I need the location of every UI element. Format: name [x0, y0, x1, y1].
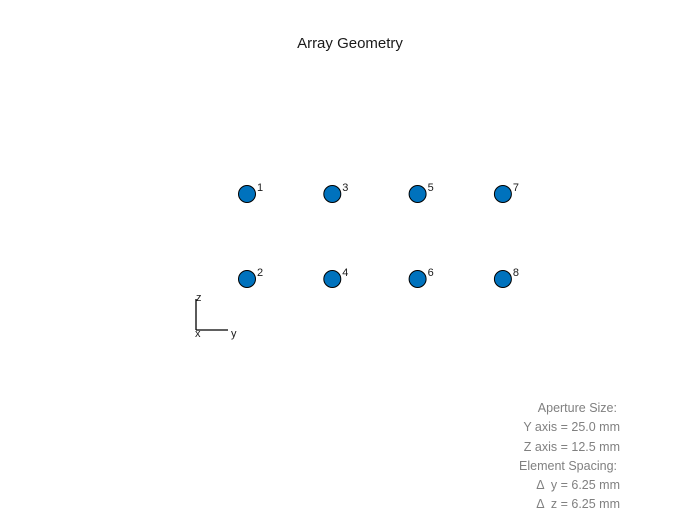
array-element-label: 1 [257, 182, 263, 194]
spacing-z-value: Δ z = 6.25 mm [536, 497, 620, 511]
array-element-3 [323, 185, 342, 203]
array-element-2 [238, 270, 256, 288]
array-element-6 [408, 270, 427, 288]
orientation-axes: z y x [195, 292, 237, 340]
array-element-7 [493, 185, 512, 203]
y-axis-label: y [231, 328, 237, 340]
element-spacing-heading: Element Spacing: [519, 459, 617, 473]
array-info: Aperture Size: Y axis = 25.0 mm Z axis =… [519, 401, 620, 511]
spacing-y-value: Δ y = 6.25 mm [536, 478, 620, 492]
array-element-4 [323, 270, 342, 288]
array-element-label: 5 [428, 182, 434, 194]
array-element-label: 6 [428, 267, 434, 279]
array-element-label: 4 [342, 267, 348, 279]
array-element-label: 2 [257, 267, 263, 279]
aperture-size-heading: Aperture Size: [538, 401, 617, 415]
figure-title: Array Geometry [297, 35, 403, 52]
array-element-label: 7 [513, 182, 519, 194]
array-element-label: 3 [342, 182, 348, 194]
array-element-8 [493, 270, 512, 288]
array-elements: 1 2 3 4 5 6 7 8 [238, 182, 519, 288]
array-element-5 [408, 185, 427, 203]
array-element-1 [238, 185, 256, 203]
array-element-label: 8 [513, 267, 519, 279]
aperture-y-value: Y axis = 25.0 mm [523, 420, 620, 434]
x-axis-label: x [195, 328, 201, 340]
aperture-z-value: Z axis = 12.5 mm [524, 440, 620, 454]
z-axis-label: z [196, 292, 202, 304]
